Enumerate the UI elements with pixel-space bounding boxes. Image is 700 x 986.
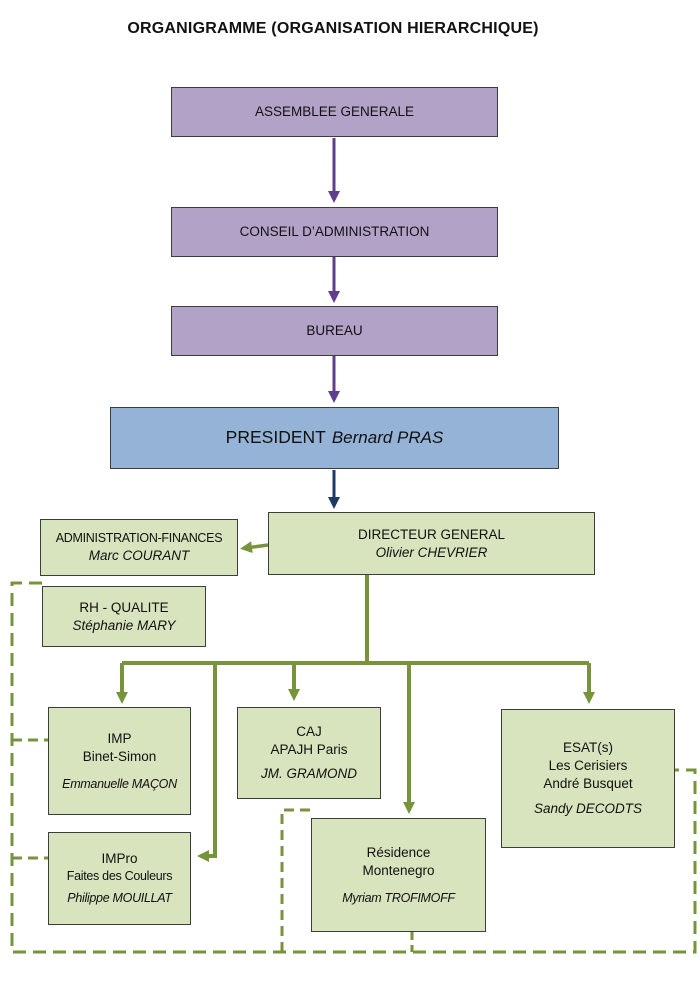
node-line3: André Busquet xyxy=(543,775,633,791)
node-residence: Résidence Montenegro Myriam TROFIMOFF xyxy=(311,818,486,932)
node-person: Bernard PRAS xyxy=(331,427,444,447)
node-line2: APAJH Paris xyxy=(270,742,348,758)
node-line1: ESAT(s) xyxy=(563,739,613,755)
arrow-directeur-admin xyxy=(240,541,269,554)
node-president: PRESIDENT Bernard PRAS xyxy=(110,407,559,469)
node-label: BUREAU xyxy=(306,323,363,339)
node-administration-finances: ADMINISTRATION-FINANCES Marc COURANT xyxy=(40,519,238,576)
chart-title: ORGANIGRAMME (ORGANISATION HIERARCHIQUE) xyxy=(127,20,539,37)
node-line1: IMP xyxy=(107,730,132,746)
node-rh-qualite: RH - QUALITE Stéphanie MARY xyxy=(42,586,206,647)
node-label: CONSEIL D’ADMINISTRATION xyxy=(239,224,430,240)
node-imp: IMP Binet-Simon Emmanuelle MAÇON xyxy=(48,707,191,815)
node-label: ASSEMBLEE GENERALE xyxy=(254,104,415,120)
node-line1: Résidence xyxy=(366,844,431,860)
node-person: Philippe MOUILLAT xyxy=(67,891,172,906)
dashed-link-outline xyxy=(10,581,697,954)
node-label: ADMINISTRATION-FINANCES xyxy=(55,531,223,546)
node-line1: IMPro xyxy=(101,851,138,867)
node-line2: Faites des Couleurs xyxy=(66,868,173,883)
node-line2: Les Cerisiers xyxy=(548,757,628,773)
node-bureau: BUREAU xyxy=(171,306,498,356)
node-assemblee-generale: ASSEMBLEE GENERALE xyxy=(171,87,498,137)
node-person: Sandy DECODTS xyxy=(533,801,643,817)
node-person: Stéphanie MARY xyxy=(72,617,176,633)
node-line2: Montenegro xyxy=(362,862,435,878)
node-label: PRESIDENT xyxy=(225,427,326,448)
node-label: DIRECTEUR GENERAL xyxy=(357,526,506,542)
node-impro: IMPro Faites des Couleurs Philippe MOUIL… xyxy=(48,832,191,925)
node-conseil-administration: CONSEIL D’ADMINISTRATION xyxy=(171,207,498,257)
node-line2: Binet-Simon xyxy=(82,748,157,764)
node-person: Marc COURANT xyxy=(88,547,190,563)
node-caj: CAJ APAJH Paris JM. GRAMOND xyxy=(237,707,381,799)
node-directeur-general: DIRECTEUR GENERAL Olivier CHEVRIER xyxy=(268,512,595,575)
node-person: Olivier CHEVRIER xyxy=(375,544,488,560)
dashed-link-caj-residence xyxy=(280,808,310,952)
node-esat: ESAT(s) Les Cerisiers André Busquet Sand… xyxy=(501,709,675,848)
arrow-to-impro xyxy=(197,663,217,862)
node-label: RH - QUALITE xyxy=(79,599,169,615)
node-person: Emmanuelle MAÇON xyxy=(62,776,177,791)
node-line1: CAJ xyxy=(296,724,322,740)
node-person: JM. GRAMOND xyxy=(261,765,357,781)
node-person: Myriam TROFIMOFF xyxy=(342,890,455,905)
